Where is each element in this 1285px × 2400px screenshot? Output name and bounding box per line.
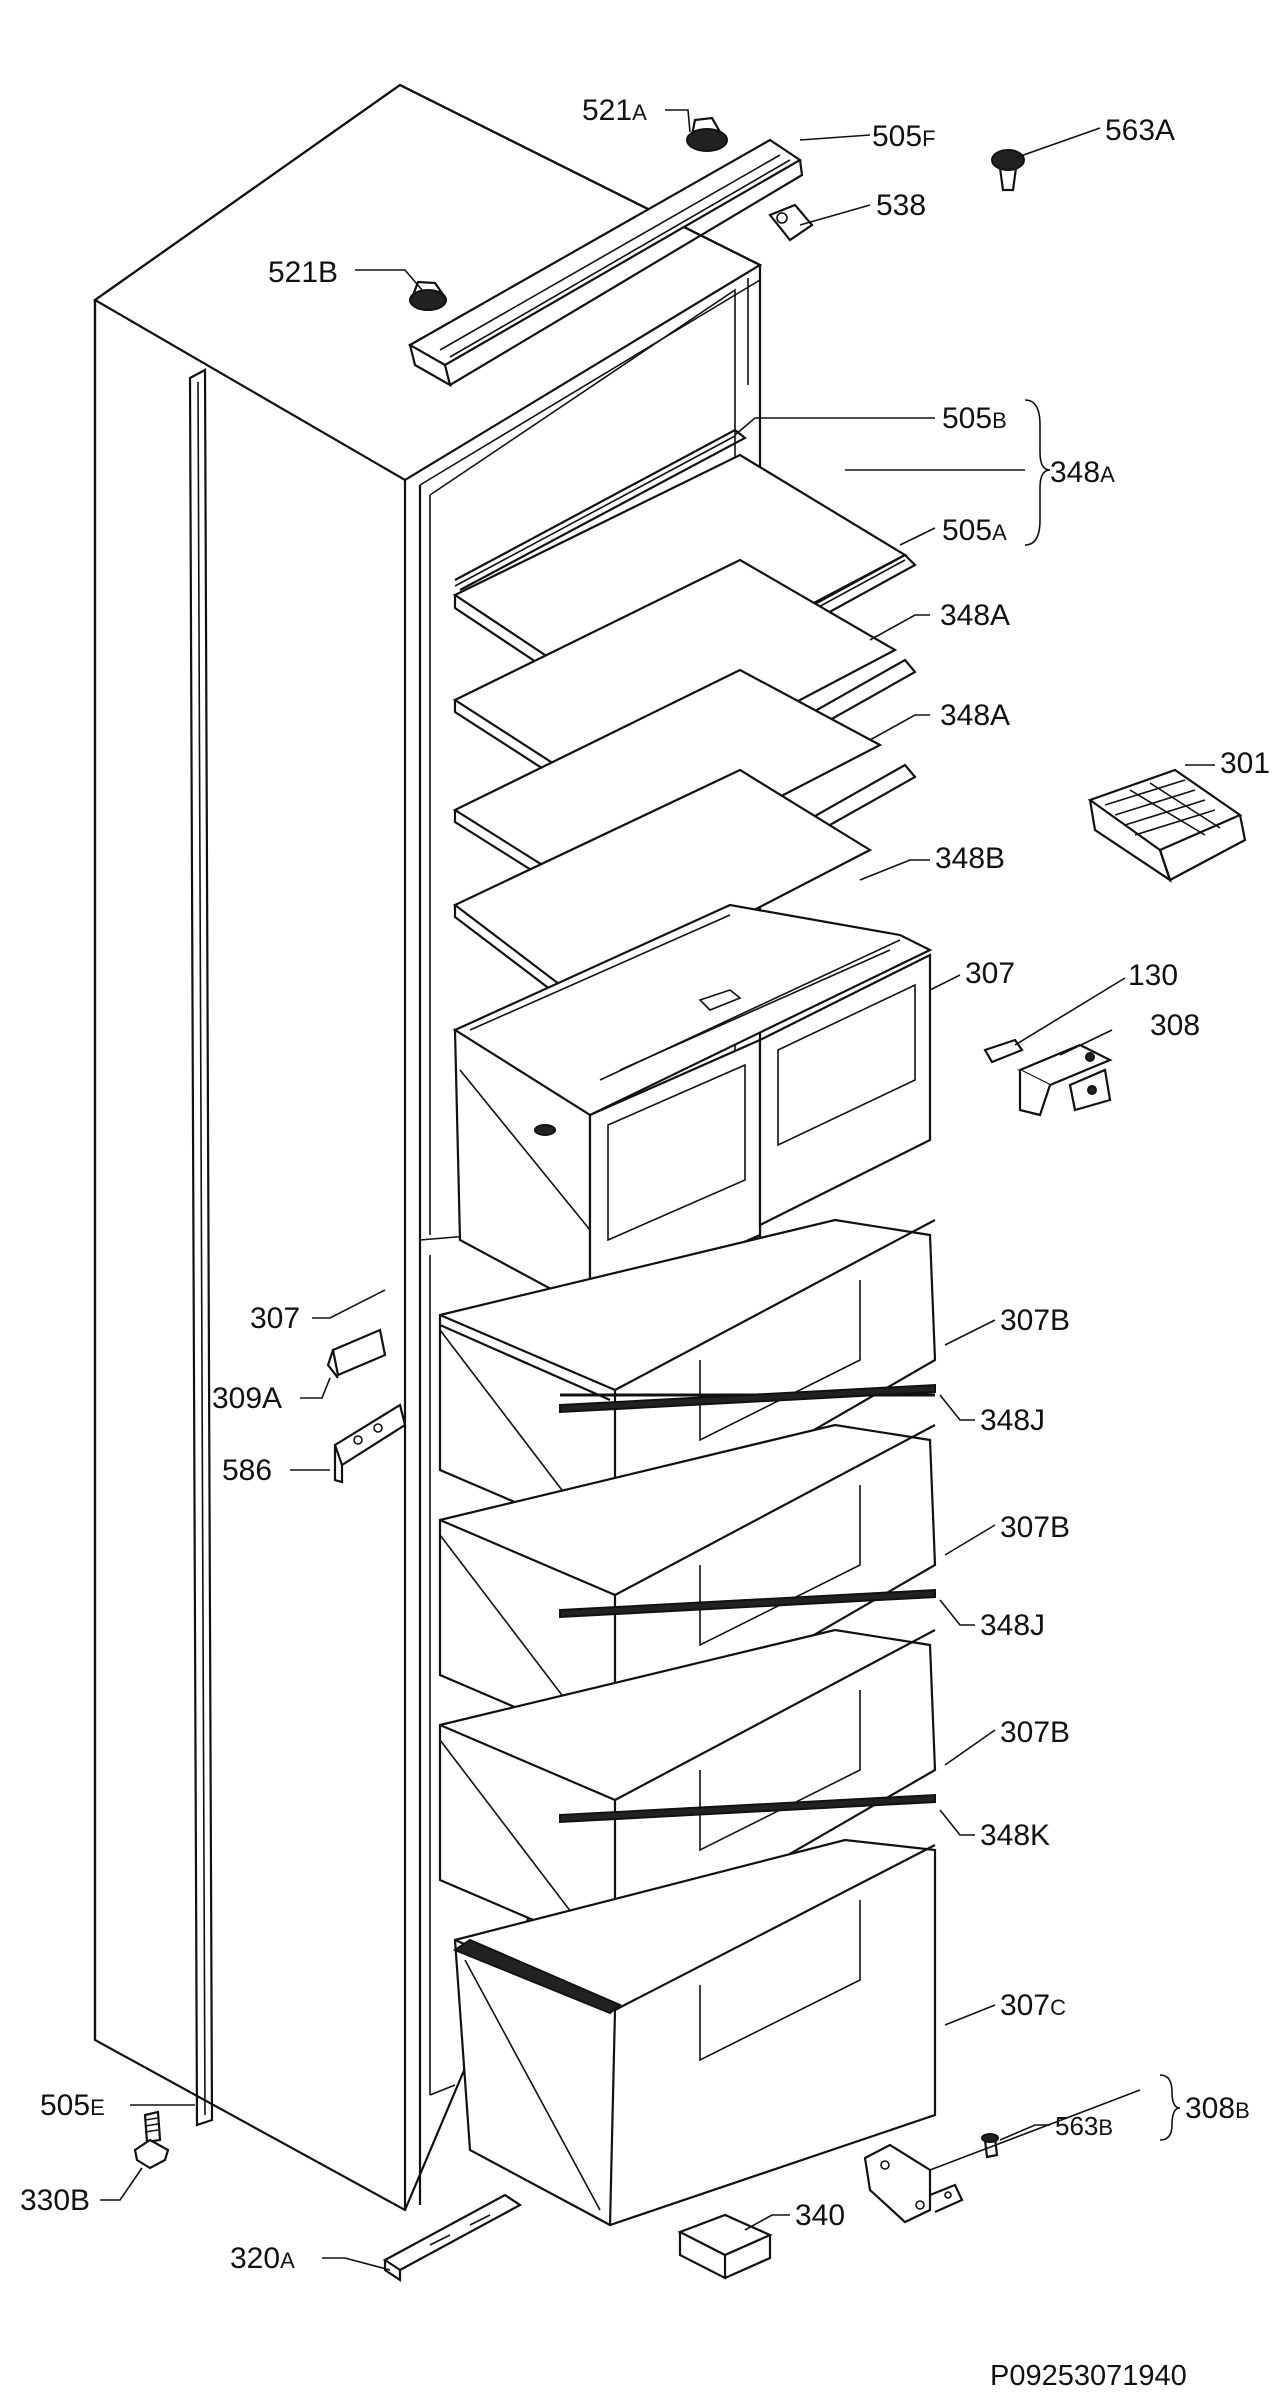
label-308B: 308B bbox=[1185, 2092, 1250, 2125]
top-drawer-pair bbox=[452, 903, 933, 1312]
label-307C: 307C bbox=[1000, 1989, 1066, 2022]
label-505A: 505A bbox=[942, 514, 1007, 547]
cap-521A bbox=[686, 116, 728, 152]
label-348A-bracket: 348A bbox=[1050, 456, 1115, 489]
label-563B: 563B bbox=[1055, 2111, 1113, 2141]
label-330B: 330B bbox=[20, 2184, 90, 2217]
top-hinge-bar bbox=[407, 138, 804, 388]
label-320A: 320A bbox=[230, 2242, 295, 2275]
hinge-plate-586 bbox=[333, 1403, 407, 1484]
freezer-drawer-1 bbox=[438, 1218, 937, 1547]
label-348J-1: 348J bbox=[980, 1404, 1045, 1437]
screw-563B bbox=[981, 2133, 999, 2159]
label-348J-2: 348J bbox=[980, 1609, 1045, 1642]
label-538: 538 bbox=[876, 189, 926, 222]
label-307-left: 307 bbox=[250, 1302, 300, 1335]
label-307-top: 307 bbox=[965, 957, 1015, 990]
label-130: 130 bbox=[1128, 959, 1178, 992]
hinge-pin-563A bbox=[991, 149, 1025, 192]
part-labels: 521A 505F 563A 538 521B 505B 348A 505A 3… bbox=[20, 94, 1270, 2275]
door-gasket bbox=[188, 368, 214, 2127]
leader-lines bbox=[100, 109, 1215, 2271]
cap-521B bbox=[409, 280, 447, 311]
ice-cube-tray bbox=[1087, 768, 1247, 883]
drawing-code: P09253071940 bbox=[990, 2360, 1187, 2392]
freezer-drawer-2 bbox=[438, 1423, 937, 1752]
hinge-308 bbox=[1017, 1043, 1113, 1117]
label-586: 586 bbox=[222, 1454, 272, 1487]
freezer-drawer-bottom bbox=[452, 1838, 937, 2227]
label-505E: 505E bbox=[40, 2089, 105, 2122]
label-340: 340 bbox=[795, 2199, 845, 2232]
label-301: 301 bbox=[1220, 747, 1270, 780]
hinge-308B bbox=[863, 2143, 964, 2224]
label-348A-1: 348A bbox=[940, 599, 1010, 632]
label-309A: 309A bbox=[212, 1382, 282, 1415]
label-348B: 348B bbox=[935, 842, 1005, 875]
label-521B: 521B bbox=[268, 256, 338, 289]
freezer-drawer-3 bbox=[438, 1628, 937, 1957]
label-521A: 521A bbox=[582, 94, 647, 127]
label-505B: 505B bbox=[942, 402, 1007, 435]
spacer-130 bbox=[983, 1038, 1024, 1064]
door-stop-340 bbox=[677, 2213, 773, 2280]
label-308: 308 bbox=[1150, 1009, 1200, 1042]
label-505F: 505F bbox=[872, 120, 936, 153]
label-307B-3: 307B bbox=[1000, 1716, 1070, 1749]
label-307B-2: 307B bbox=[1000, 1511, 1070, 1544]
label-307B-1: 307B bbox=[1000, 1304, 1070, 1337]
label-348A-2: 348A bbox=[940, 699, 1010, 732]
label-563A: 563A bbox=[1105, 114, 1175, 147]
adjustable-foot-330B bbox=[133, 2110, 170, 2170]
bracket-309A bbox=[326, 1328, 387, 1379]
cap-538 bbox=[768, 203, 814, 242]
label-348K: 348K bbox=[980, 1819, 1050, 1852]
rail-320A bbox=[382, 2193, 523, 2283]
